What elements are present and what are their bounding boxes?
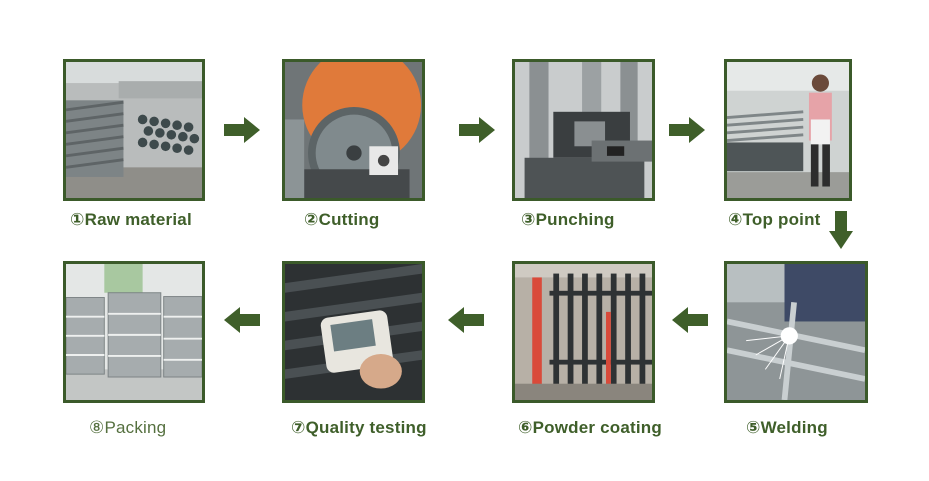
step-label: ⑥Powder coating xyxy=(518,418,662,437)
cutting-photo xyxy=(282,59,425,201)
step-label: ③Punching xyxy=(521,210,615,229)
step-label: ④Top point xyxy=(728,210,821,229)
powder-coating-photo xyxy=(512,261,655,403)
arrow-down-icon xyxy=(829,211,853,249)
step-label: ②Cutting xyxy=(304,210,380,229)
step-label: ⑤Welding xyxy=(746,418,828,437)
raw-material-photo xyxy=(63,59,205,201)
arrow-left-icon xyxy=(448,307,484,333)
quality-testing-photo xyxy=(282,261,425,403)
arrow-left-icon xyxy=(672,307,708,333)
step-label: ⑧Packing xyxy=(89,418,167,437)
packing-photo xyxy=(63,261,205,403)
punching-photo xyxy=(512,59,655,201)
welding-photo xyxy=(724,261,868,403)
arrow-left-icon xyxy=(224,307,260,333)
top-point-photo xyxy=(724,59,852,201)
arrow-right-icon xyxy=(459,117,495,143)
arrow-right-icon xyxy=(224,117,260,143)
step-label: ①Raw material xyxy=(70,210,192,229)
step-label: ⑦Quality testing xyxy=(291,418,427,437)
arrow-right-icon xyxy=(669,117,705,143)
